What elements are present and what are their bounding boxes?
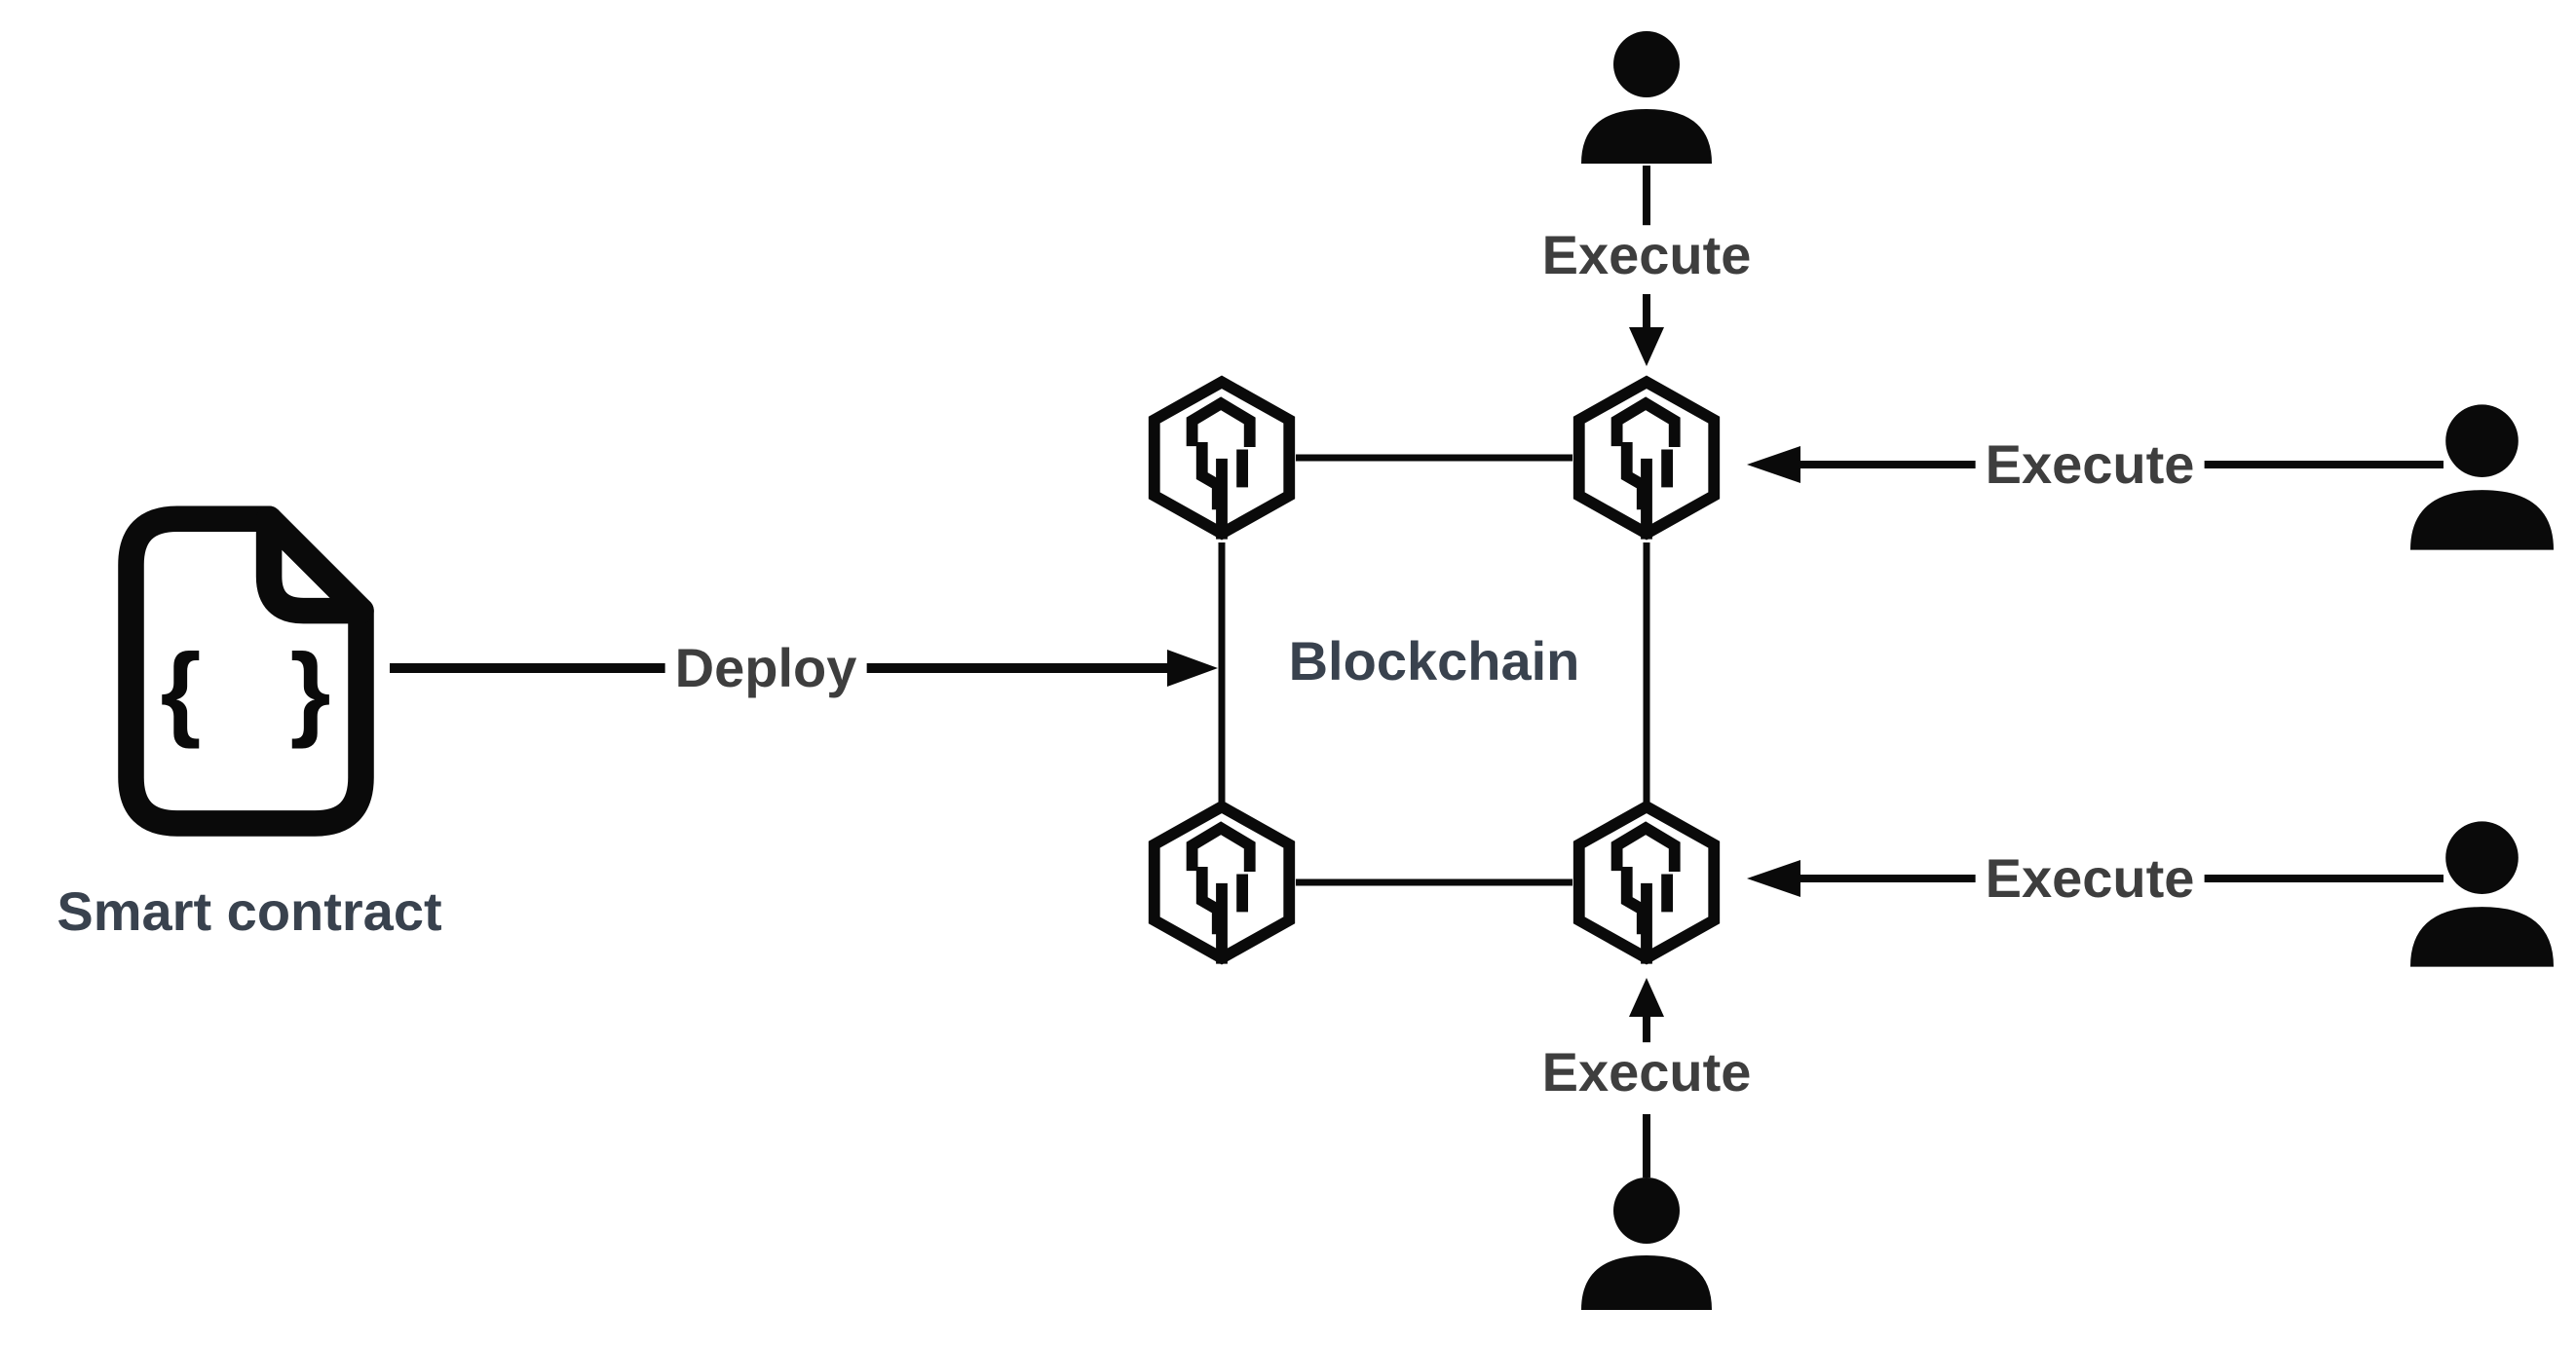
execute-top-edge-label: Execute [1532,225,1762,285]
execute-bottom-arrowhead [1629,978,1664,1017]
blockchain-node-top-left-cube-icon [1155,382,1289,533]
execute-right-top-arrowhead [1747,446,1800,483]
user-right-bottom-person-icon [2410,821,2554,967]
code-file-icon [118,505,374,837]
execute-flow-bottom [1629,978,1664,1177]
code-file-outline [118,505,374,837]
deploy-edge-label: Deploy [664,638,867,698]
execute-right-top-edge-label: Execute [1975,434,2205,495]
blockchain-node-bottom-left-cube-icon [1155,806,1289,957]
execute-bottom-edge-label: Execute [1532,1042,1762,1102]
execute-top-arrowhead [1629,327,1664,366]
deploy-arrowhead [1167,650,1218,687]
user-bottom-person-icon [1581,1177,1712,1310]
user-right-top-person-icon [2410,404,2554,550]
code-file-fold [255,505,374,624]
smart-contract-node-label: Smart contract [57,880,442,943]
blockchain-node-top-right-cube-icon [1579,382,1714,533]
execute-right-bottom-arrowhead [1747,860,1800,897]
execute-right-bottom-edge-label: Execute [1975,848,2205,909]
blockchain-node-bottom-right-cube-icon [1579,806,1714,957]
code-braces-text: { } [161,631,331,749]
user-top-person-icon [1581,31,1712,164]
blockchain-node-label: Blockchain [1278,631,1590,691]
execute-flow-top [1629,166,1664,366]
blockchain-network-edges [1218,454,1650,886]
